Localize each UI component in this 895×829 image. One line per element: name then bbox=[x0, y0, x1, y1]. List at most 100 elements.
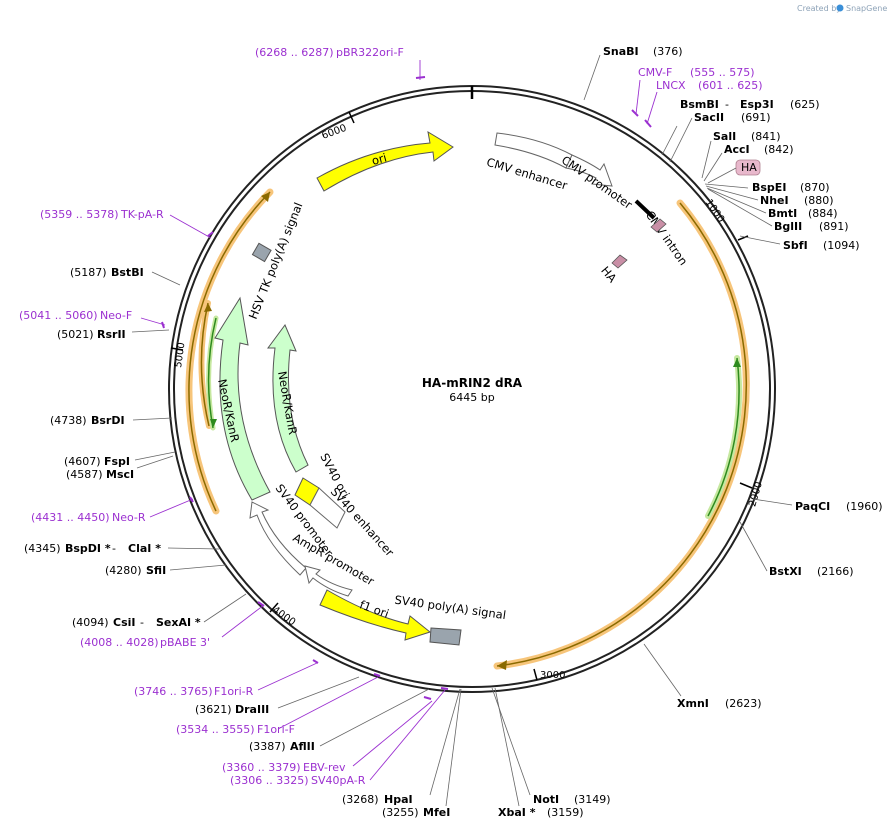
svg-text:TK-pA-R: TK-pA-R bbox=[120, 208, 164, 221]
enzyme-aflii[interactable]: (3387)AflII bbox=[249, 740, 315, 753]
orf-left-inner-arc bbox=[198, 300, 212, 429]
svg-text:(891): (891) bbox=[819, 220, 849, 233]
svg-text:-: - bbox=[112, 542, 116, 555]
primer-lncx[interactable]: LNCX(601 .. 625) bbox=[656, 79, 763, 92]
svg-text:(6268 .. 6287): (6268 .. 6287) bbox=[255, 46, 334, 59]
feature-ha-box-label: HA bbox=[741, 161, 757, 174]
primer-sv40pa-r[interactable]: (3306 .. 3325)SV40pA-R bbox=[230, 774, 366, 787]
svg-text:(2623): (2623) bbox=[725, 697, 762, 710]
svg-text:BstBI: BstBI bbox=[111, 266, 144, 279]
enzyme-noti[interactable]: NotI(3149) bbox=[533, 793, 611, 806]
enzyme-xbai[interactable]: XbaI *(3159) bbox=[498, 806, 584, 819]
primer-cmv-f[interactable]: CMV-F(555 .. 575) bbox=[638, 66, 755, 79]
enzyme-fspi[interactable]: (4607)FspI bbox=[64, 455, 130, 468]
enzyme-hpai[interactable]: (3268)HpaI bbox=[342, 793, 413, 806]
feature-cmv-promoter[interactable]: CMV promoter bbox=[559, 153, 635, 212]
svg-text:(376): (376) bbox=[653, 45, 683, 58]
enzyme-bstbi[interactable]: (5187)BstBI bbox=[70, 266, 144, 279]
svg-text:(2166): (2166) bbox=[817, 565, 854, 578]
svg-text:Neo-F: Neo-F bbox=[100, 309, 132, 322]
svg-text:F1ori-R: F1ori-R bbox=[214, 685, 254, 698]
svg-text:(842): (842) bbox=[764, 143, 794, 156]
svg-text:AccI: AccI bbox=[724, 143, 750, 156]
enzyme-bsmbi-esp3i[interactable]: BsmBI - Esp3I(625) bbox=[680, 98, 820, 111]
feature-neor-outer[interactable]: NeoR/KanR bbox=[214, 296, 271, 501]
feature-hsv-tk-polya[interactable]: HSV TK poly(A) signal bbox=[246, 200, 306, 321]
enzyme-msci[interactable]: (4587)MscI bbox=[66, 468, 134, 481]
svg-text:EBV-rev: EBV-rev bbox=[303, 761, 346, 774]
primer-neo-r[interactable]: (4431 .. 4450)Neo-R bbox=[31, 511, 146, 524]
enzyme-bmti[interactable]: BmtI (884) bbox=[768, 207, 838, 220]
svg-text:LNCX: LNCX bbox=[656, 79, 686, 92]
enzyme-bspdi-clai[interactable]: (4345)BspDI * - ClaI * bbox=[24, 542, 161, 555]
enzyme-sfii[interactable]: (4280)SfiI bbox=[105, 564, 166, 577]
enzyme-bstxi[interactable]: BstXI(2166) bbox=[769, 565, 854, 578]
svg-text:6000: 6000 bbox=[320, 123, 348, 142]
primer-pbr322ori-f[interactable]: (6268 .. 6287)pBR322ori-F bbox=[255, 46, 404, 59]
enzyme-snabi[interactable]: SnaBI (376) bbox=[603, 45, 683, 58]
plasmid-length: 6445 bp bbox=[449, 391, 494, 404]
enzyme-sacii[interactable]: SacII(691) bbox=[694, 111, 771, 124]
orf-left-outer-arc bbox=[185, 188, 274, 515]
svg-text:FspI: FspI bbox=[104, 455, 130, 468]
svg-text:-: - bbox=[140, 616, 144, 629]
enzyme-draiii[interactable]: (3621)DraIII bbox=[195, 703, 269, 716]
svg-text:NheI: NheI bbox=[760, 194, 789, 207]
tick-6000: 6000 bbox=[320, 111, 355, 142]
svg-text:2000: 2000 bbox=[747, 481, 765, 508]
feature-cmv-promoter-label: CMV promoter bbox=[559, 153, 635, 212]
svg-text:Neo-R: Neo-R bbox=[112, 511, 146, 524]
svg-text:(3360 .. 3379): (3360 .. 3379) bbox=[222, 761, 301, 774]
tick-4000: 4000 bbox=[269, 602, 297, 629]
svg-text:(880): (880) bbox=[804, 194, 834, 207]
tick-5000: 5000 bbox=[170, 342, 188, 368]
svg-text:BsrDI: BsrDI bbox=[91, 414, 125, 427]
enzyme-bglii[interactable]: BglII(891) bbox=[774, 220, 849, 233]
primer-pbabe3[interactable]: (4008 .. 4028)pBABE 3' bbox=[80, 636, 210, 649]
enzyme-acci[interactable]: AccI (842) bbox=[724, 143, 794, 156]
svg-text:(4738): (4738) bbox=[50, 414, 87, 427]
primer-f1ori-r[interactable]: (3746 .. 3765)F1ori-R bbox=[134, 685, 254, 698]
svg-text:BmtI: BmtI bbox=[768, 207, 797, 220]
enzyme-sali[interactable]: SalI (841) bbox=[713, 130, 781, 143]
svg-text:(1094): (1094) bbox=[823, 239, 860, 252]
feature-ampr-promoter[interactable]: AmpR promoter bbox=[291, 530, 377, 597]
enzyme-bsrdi[interactable]: (4738) BsrDI bbox=[50, 414, 125, 427]
feature-ha-box[interactable]: HA bbox=[707, 159, 761, 184]
svg-text:(3268): (3268) bbox=[342, 793, 379, 806]
svg-text:SalI: SalI bbox=[713, 130, 736, 143]
svg-text:Esp3I: Esp3I bbox=[740, 98, 774, 111]
svg-text:XbaI *: XbaI * bbox=[498, 806, 536, 819]
svg-text:1000: 1000 bbox=[703, 198, 726, 225]
primer-tk-pa-r[interactable]: (5359 .. 5378)TK-pA-R bbox=[40, 208, 164, 221]
svg-text:(870): (870) bbox=[800, 181, 830, 194]
feature-ori[interactable]: ori bbox=[316, 131, 454, 192]
svg-text:(5359 .. 5378): (5359 .. 5378) bbox=[40, 208, 119, 221]
enzyme-mfei[interactable]: (3255)MfeI bbox=[382, 806, 450, 819]
enzyme-rsrii[interactable]: (5021)RsrII bbox=[57, 328, 126, 341]
svg-text:(3149): (3149) bbox=[574, 793, 611, 806]
primer-ebv-rev[interactable]: (3360 .. 3379)EBV-rev bbox=[222, 761, 346, 774]
feature-ha-inner[interactable]: HA bbox=[598, 218, 667, 285]
svg-text:-: - bbox=[725, 98, 729, 111]
svg-text:MfeI: MfeI bbox=[423, 806, 450, 819]
enzyme-csii-sexai[interactable]: (4094)CsiI - SexAI * bbox=[72, 616, 201, 629]
svg-text:(841): (841) bbox=[751, 130, 781, 143]
svg-text:(884): (884) bbox=[808, 207, 838, 220]
primer-f1ori-f[interactable]: (3534 .. 3555)F1ori-F bbox=[176, 723, 295, 736]
primer-neo-f[interactable]: (5041 .. 5060)Neo-F bbox=[19, 309, 132, 322]
svg-text:(3387): (3387) bbox=[249, 740, 286, 753]
enzyme-bspei[interactable]: BspEI(870) bbox=[752, 181, 830, 194]
enzyme-nhei[interactable]: NheI (880) bbox=[760, 194, 834, 207]
svg-text:4000: 4000 bbox=[270, 605, 297, 629]
enzyme-xmni[interactable]: XmnI(2623) bbox=[677, 697, 762, 710]
svg-text:pBR322ori-F: pBR322ori-F bbox=[336, 46, 404, 59]
svg-text:(4094): (4094) bbox=[72, 616, 109, 629]
enzyme-sbfi[interactable]: SbfI(1094) bbox=[783, 239, 860, 252]
feature-neor-inner[interactable]: NeoR/KanR bbox=[267, 323, 309, 473]
svg-text:(4431 .. 4450): (4431 .. 4450) bbox=[31, 511, 110, 524]
svg-text:BsmBI: BsmBI bbox=[680, 98, 719, 111]
svg-text:SnaBI: SnaBI bbox=[603, 45, 639, 58]
enzyme-paqci[interactable]: PaqCI(1960) bbox=[795, 500, 883, 513]
